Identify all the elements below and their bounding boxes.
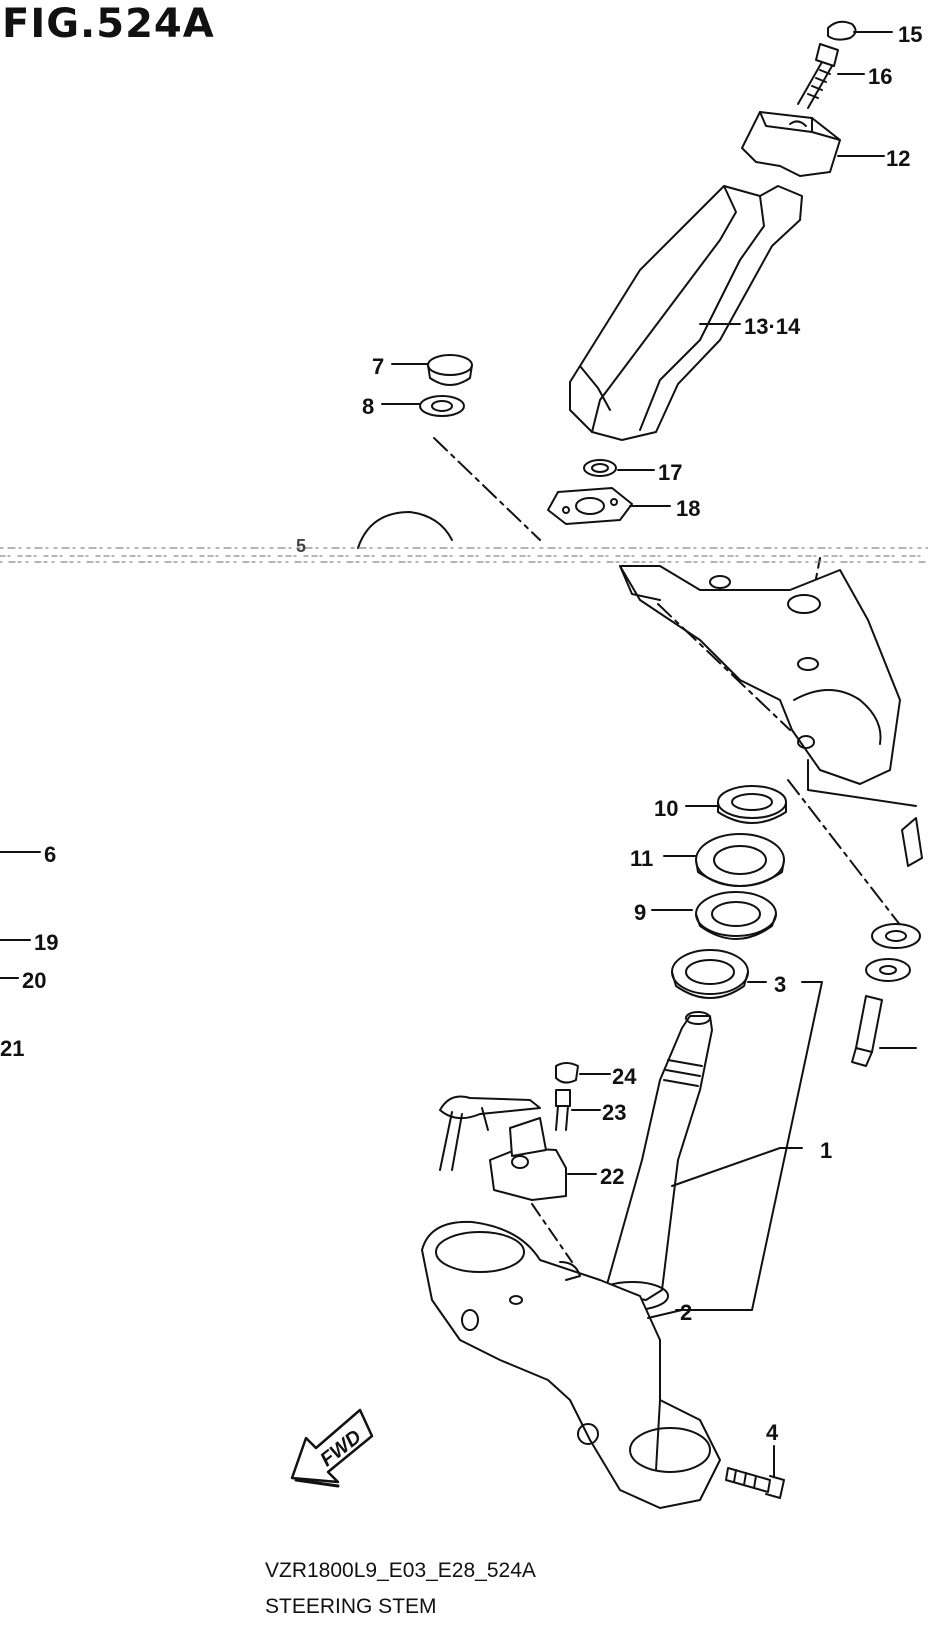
drawing-name: STEERING STEM — [265, 1595, 437, 1618]
bolt-16 — [797, 43, 839, 109]
callout-22: 22 — [600, 1164, 624, 1189]
washer-17 — [583, 459, 617, 477]
scan-noise-band — [0, 547, 928, 563]
bolt-right-upper — [901, 817, 923, 867]
handlebar-13-14 — [569, 185, 803, 441]
callout-16: 16 — [868, 64, 892, 89]
bearing-3 — [671, 949, 749, 999]
cap-15 — [827, 20, 857, 41]
washers-right — [865, 923, 921, 982]
callout-2: 2 — [680, 1300, 692, 1325]
drawing-code: VZR1800L9_E03_E28_524A — [265, 1559, 536, 1582]
figure-title: FIG.524A — [2, 1, 215, 47]
callout-5: 5 — [296, 536, 306, 556]
plate-18 — [547, 487, 633, 525]
seal-11 — [695, 833, 785, 887]
bolt-4 — [725, 1467, 785, 1499]
steering-stem-1 — [595, 1011, 713, 1311]
callout-15: 15 — [898, 22, 922, 47]
nut-10 — [717, 785, 787, 824]
callout-20: 20 — [22, 968, 46, 993]
callout-11: 11 — [630, 846, 653, 871]
lower-bracket — [421, 1220, 721, 1509]
callout-12: 12 — [886, 146, 910, 171]
callout-24: 24 — [612, 1064, 637, 1089]
callout-1: 1 — [820, 1138, 832, 1163]
callout-23: 23 — [602, 1100, 626, 1125]
leader-lines — [0, 31, 917, 1477]
bolt-23 — [555, 1089, 571, 1131]
callout-13-14: 13·14 — [744, 314, 801, 339]
callout-4: 4 — [766, 1420, 779, 1445]
upper-bracket-5 — [619, 565, 901, 785]
cap-24 — [555, 1062, 579, 1084]
callout-8: 8 — [362, 394, 374, 419]
callout-7: 7 — [372, 354, 384, 379]
ignition-lock-22 — [439, 1095, 567, 1201]
handlebar-holder-12 — [741, 111, 841, 177]
callout-19: 19 — [34, 930, 58, 955]
callout-21: 21 — [0, 1036, 24, 1061]
bolt-right-lower — [851, 995, 883, 1067]
callout-17: 17 — [658, 460, 682, 485]
callout-6: 6 — [44, 842, 56, 867]
cap-7 — [427, 354, 473, 386]
callout-3: 3 — [774, 972, 786, 997]
fwd-arrow — [290, 1408, 374, 1488]
washer-8 — [419, 395, 465, 417]
bearing-9 — [695, 891, 777, 940]
callout-9: 9 — [634, 900, 646, 925]
callout-18: 18 — [676, 496, 700, 521]
callout-10: 10 — [654, 796, 678, 821]
